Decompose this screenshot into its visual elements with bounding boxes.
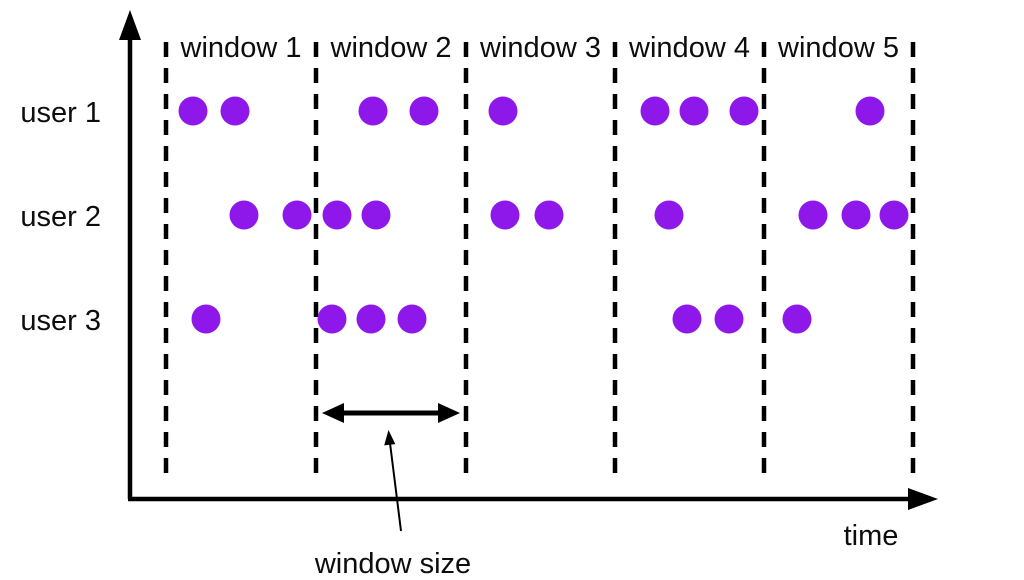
window-labels: window 1 window 2 window 3 window 4 window 5 <box>180 32 899 64</box>
event-dot <box>317 304 347 334</box>
window-size-arrowhead-left-icon <box>322 403 344 423</box>
time-axis-label: time <box>844 520 899 552</box>
window-label-1: window 1 <box>180 32 302 64</box>
window-label-5: window 5 <box>777 32 899 64</box>
event-dot <box>229 200 259 230</box>
event-dot <box>798 200 828 230</box>
window-size-pointer-arrowhead-icon <box>384 430 396 446</box>
event-dot <box>841 200 871 230</box>
user-label-3: user 3 <box>20 305 101 337</box>
event-dot <box>654 200 684 230</box>
event-dot <box>714 304 744 334</box>
window-size-annotation: window size <box>314 403 471 580</box>
event-dot <box>361 200 391 230</box>
event-dot <box>679 96 709 126</box>
event-dot <box>358 96 388 126</box>
window-dividers <box>163 42 916 473</box>
event-dots <box>178 96 909 334</box>
event-dot <box>534 200 564 230</box>
window-size-arrowhead-right-icon <box>438 403 460 423</box>
event-dot <box>397 304 427 334</box>
event-dot <box>409 96 439 126</box>
event-dot <box>191 304 221 334</box>
y-axis-arrowhead-icon <box>119 10 141 40</box>
event-dot <box>640 96 670 126</box>
event-dot <box>672 304 702 334</box>
window-label-3: window 3 <box>479 32 601 64</box>
event-dot <box>356 304 386 334</box>
x-axis-arrowhead-icon <box>908 488 938 510</box>
window-size-pointer-line <box>389 442 402 532</box>
event-dot <box>879 200 909 230</box>
user-label-2: user 2 <box>20 201 101 233</box>
user-label-1: user 1 <box>20 97 101 129</box>
event-dot <box>490 200 520 230</box>
event-dot <box>322 200 352 230</box>
window-label-2: window 2 <box>330 32 452 64</box>
event-dot <box>488 96 518 126</box>
window-label-4: window 4 <box>628 32 750 64</box>
event-dot <box>178 96 208 126</box>
event-dot <box>855 96 885 126</box>
window-size-label: window size <box>314 548 471 580</box>
axes <box>119 10 938 510</box>
event-dot <box>782 304 812 334</box>
event-dot <box>282 200 312 230</box>
event-dot <box>220 96 250 126</box>
event-dot <box>729 96 759 126</box>
user-labels: user 1 user 2 user 3 <box>20 97 101 337</box>
